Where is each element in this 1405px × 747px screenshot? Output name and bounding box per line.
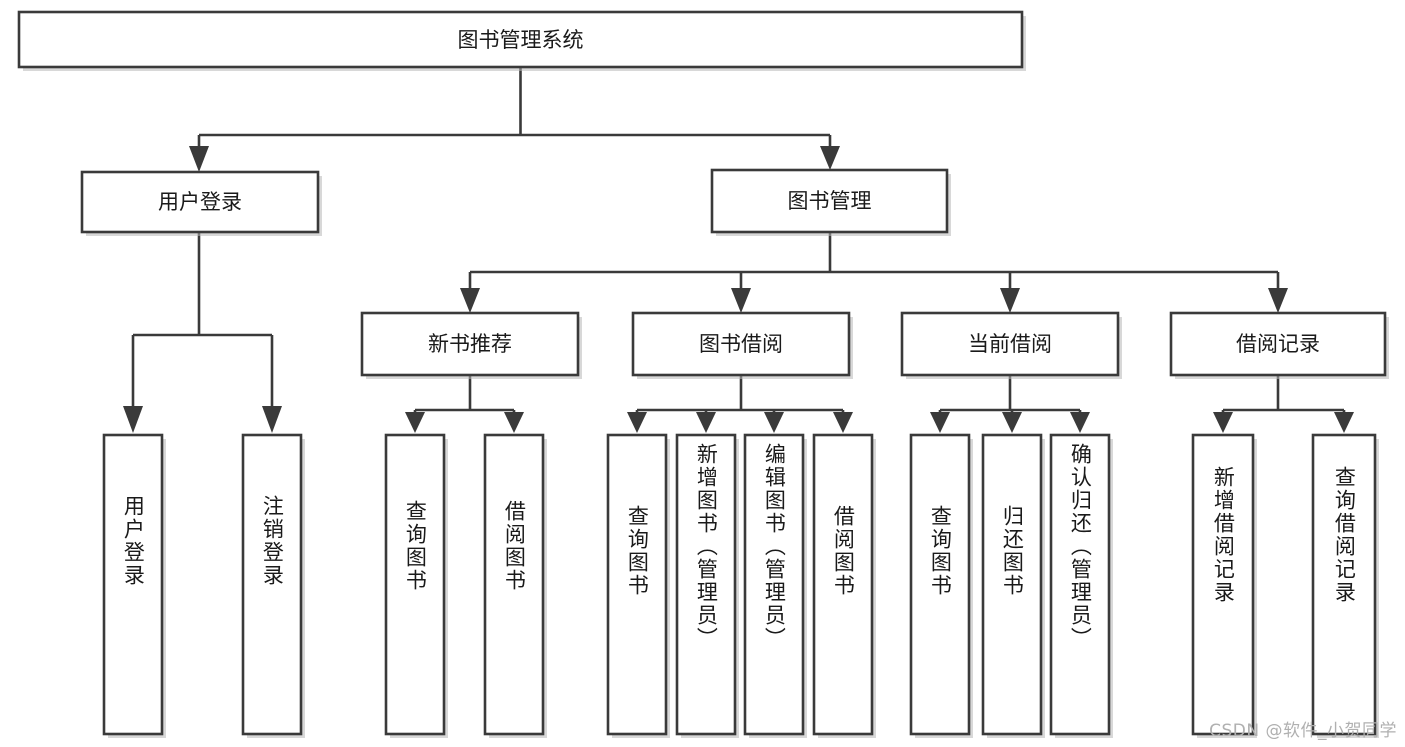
node-user-login[interactable]: 用户登录: [80, 170, 322, 236]
arrow-head-query-book-2: [627, 412, 647, 433]
node-borrow-record[interactable]: 借阅记录: [1169, 311, 1389, 379]
leaf-box-query-book-2[interactable]: [606, 433, 670, 738]
arrow-head-book-manage: [820, 146, 840, 170]
node-book-manage[interactable]: 图书管理: [710, 168, 951, 236]
arrow-head-return-book: [1002, 412, 1022, 433]
node-book-manage-label: 图书管理: [788, 189, 872, 213]
node-user-login-label: 用户登录: [158, 190, 242, 214]
node-new-book-rec[interactable]: 新书推荐: [360, 311, 582, 379]
node-borrow-record-label: 借阅记录: [1236, 332, 1320, 356]
arrow-head-book-borrow: [731, 288, 751, 313]
leaf-box-query-book-3[interactable]: [909, 433, 973, 738]
node-layer: 图书管理系统 用户登录 图书管理 新书推荐: [17, 10, 1389, 738]
leaf-box-confirm-return-admin[interactable]: [1049, 433, 1113, 738]
arrow-head-current-borrow: [1000, 288, 1020, 313]
arrow-head-user-login: [189, 146, 209, 172]
node-current-borrow[interactable]: 当前借阅: [900, 311, 1122, 379]
leaf-box-return-book[interactable]: [981, 433, 1045, 738]
arrow-head-borrow-book-2: [833, 412, 853, 433]
node-book-borrow[interactable]: 图书借阅: [631, 311, 853, 379]
leaf-box-add-book-admin[interactable]: [675, 433, 739, 738]
node-new-book-rec-label: 新书推荐: [428, 332, 512, 356]
connector-layer: [123, 67, 1354, 433]
arrow-head-query-book-3: [930, 412, 950, 433]
leaf-box-user-login-do[interactable]: [102, 433, 166, 738]
arrow-head-confirm-return-admin: [1070, 412, 1090, 433]
leaf-box-query-book-1[interactable]: [384, 433, 448, 738]
leaf-box-borrow-book-1[interactable]: [483, 433, 547, 738]
arrow-head-query-book-1: [405, 412, 425, 433]
arrow-head-borrow-book-1: [504, 412, 524, 433]
arrow-head-user-logout: [262, 406, 282, 433]
arrow-head-user-login-do: [123, 406, 143, 433]
watermark: CSDN @软件_小贺同学: [1209, 721, 1397, 741]
arrow-head-add-borrow-record: [1213, 412, 1233, 433]
leaf-box-user-logout[interactable]: [241, 433, 305, 738]
node-book-borrow-label: 图书借阅: [699, 332, 783, 356]
arrow-head-new-book-rec: [460, 288, 480, 313]
node-root-label: 图书管理系统: [458, 28, 584, 52]
arrow-head-query-borrow-record: [1334, 412, 1354, 433]
leaf-box-edit-book-admin[interactable]: [743, 433, 807, 738]
node-current-borrow-label: 当前借阅: [968, 332, 1052, 356]
leaf-box-add-borrow-record[interactable]: [1191, 433, 1257, 738]
node-root[interactable]: 图书管理系统: [17, 10, 1026, 71]
leaf-box-borrow-book-2[interactable]: [812, 433, 876, 738]
arrow-head-borrow-record: [1268, 288, 1288, 313]
arrow-head-add-book-admin: [696, 412, 716, 433]
leaf-box-query-borrow-record[interactable]: [1311, 433, 1379, 738]
arrow-head-edit-book-admin: [764, 412, 784, 433]
